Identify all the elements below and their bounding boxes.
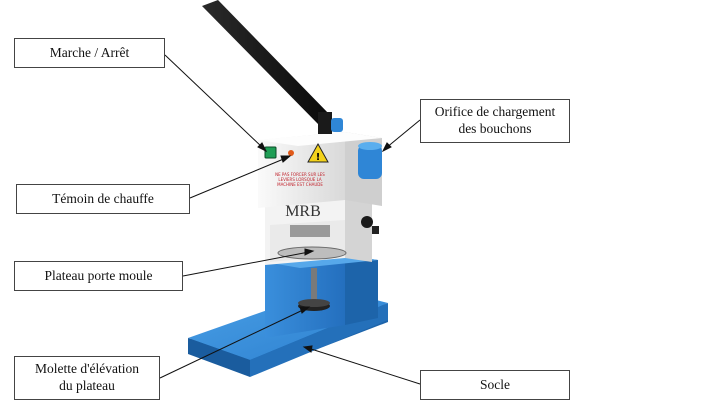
label-text: Socle — [480, 376, 510, 392]
warning-line: LEVIERS LORSQUE LA — [278, 177, 322, 182]
label-loading-port: Orifice de chargement des bouchons — [420, 99, 570, 143]
label-text: Plateau porte moule — [44, 267, 153, 283]
lever — [202, 0, 343, 134]
warning-line: MACHINE EST CHAUDE — [277, 182, 323, 187]
label-text-line1: Orifice de chargement — [434, 104, 556, 120]
label-mold-plate: Plateau porte moule — [14, 261, 183, 291]
warning-triangle-icon — [307, 142, 329, 163]
brand-logo: MRB — [285, 203, 321, 220]
heating-indicator-light — [288, 150, 294, 156]
label-base: Socle — [420, 370, 570, 400]
label-text-line1: Molette d'élévation — [34, 361, 140, 377]
upper-frame — [265, 192, 372, 265]
label-heating-indicator: Témoin de chauffe — [16, 184, 190, 214]
label-height-wheel: Molette d'élévation du plateau — [14, 356, 160, 400]
side-knob — [361, 216, 373, 228]
warning-text: NE PAS FORCER SUR LES LEVIERS LORSQUE LA… — [275, 172, 325, 187]
label-text: Marche / Arrêt — [49, 44, 130, 60]
label-text: Témoin de chauffe — [52, 190, 154, 206]
warning-line: NE PAS FORCER SUR LES — [275, 172, 325, 177]
warning-symbol-icon: ! — [316, 152, 321, 163]
power-switch[interactable] — [264, 146, 277, 159]
lower-column — [265, 255, 378, 338]
side-knob-handle — [372, 226, 379, 234]
label-text-line2: des bouchons — [458, 121, 532, 136]
label-text-line2: du plateau — [59, 378, 115, 393]
label-power-switch: Marche / Arrêt — [14, 38, 165, 68]
annotation-arrows — [159, 54, 421, 385]
loading-port — [358, 142, 382, 179]
